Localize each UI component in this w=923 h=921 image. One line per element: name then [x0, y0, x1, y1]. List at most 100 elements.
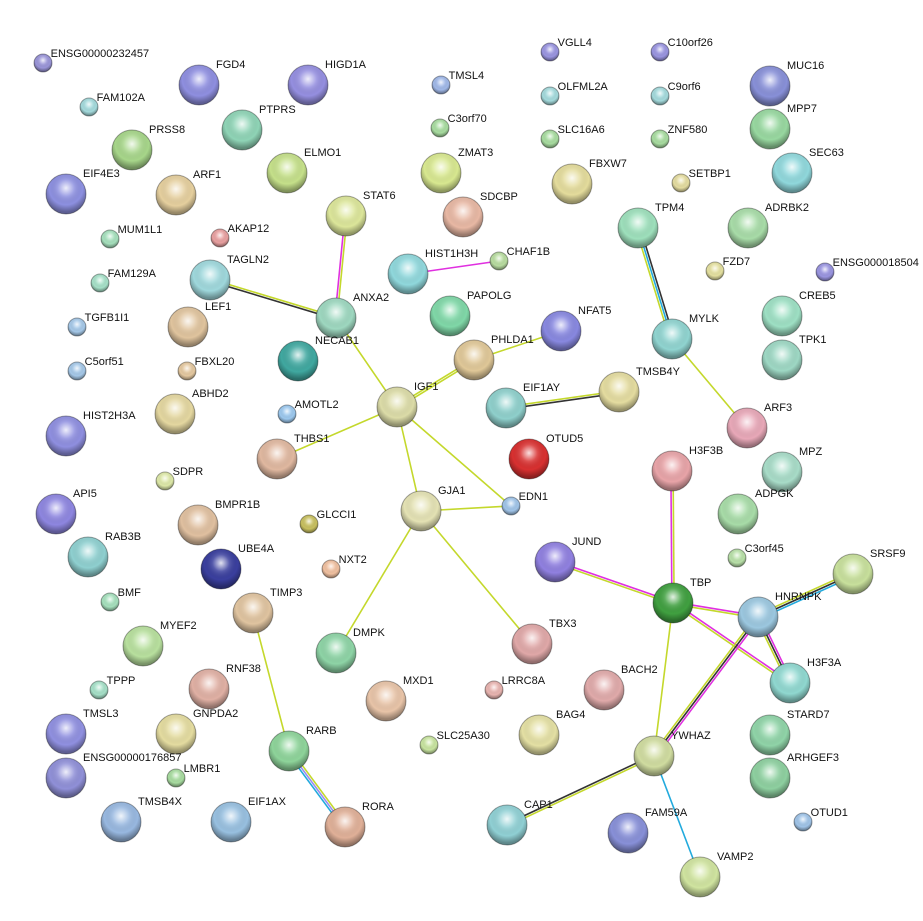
- node-bmpr1b[interactable]: BMPR1B: [177, 499, 260, 546]
- node-tagln2[interactable]: TAGLN2: [189, 254, 269, 301]
- edge-timp3-rarb[interactable]: [252, 612, 290, 752]
- node-fam102a[interactable]: FAM102A: [79, 92, 146, 117]
- node-tmsb4x[interactable]: TMSB4X: [100, 796, 183, 843]
- node-h3f3a[interactable]: H3F3A: [769, 657, 842, 704]
- node-bag4[interactable]: BAG4: [518, 709, 585, 756]
- edge-ywhaz-vamp2[interactable]: [653, 755, 701, 878]
- node-h3f3b[interactable]: H3F3B: [651, 445, 723, 492]
- node-eif4e3[interactable]: EIF4E3: [45, 168, 120, 215]
- node-bach2[interactable]: BACH2: [583, 664, 658, 711]
- node-fam129a[interactable]: FAM129A: [90, 268, 157, 293]
- node-timp3[interactable]: TIMP3: [232, 587, 302, 634]
- node-slc16a6[interactable]: SLC16A6: [540, 124, 605, 149]
- node-myef2[interactable]: MYEF2: [122, 620, 197, 667]
- node-thbs1[interactable]: THBS1: [256, 433, 329, 480]
- node-vgll4[interactable]: VGLL4: [540, 37, 592, 62]
- node-olfml2a[interactable]: OLFML2A: [540, 81, 608, 106]
- node-stard7[interactable]: STARD7: [749, 709, 830, 756]
- node-hist2h3a[interactable]: HIST2H3A: [45, 410, 136, 457]
- node-fbxw7[interactable]: FBXW7: [551, 158, 627, 205]
- edge-gja1-dmpk[interactable]: [335, 510, 422, 654]
- node-rab3b[interactable]: RAB3B: [67, 531, 141, 578]
- node-gnpda2[interactable]: GNPDA2: [155, 708, 238, 755]
- node-lmbr1[interactable]: LMBR1: [166, 763, 220, 788]
- node-fam59a[interactable]: FAM59A: [607, 807, 688, 854]
- node-tmsl3[interactable]: TMSL3: [45, 708, 118, 755]
- node-c10orf26[interactable]: C10orf26: [650, 37, 713, 62]
- node-api5[interactable]: API5: [35, 488, 97, 535]
- node-tbx3[interactable]: TBX3: [511, 618, 577, 665]
- node-mpz[interactable]: MPZ: [761, 446, 823, 493]
- node-rarb[interactable]: RARB: [268, 725, 337, 772]
- node-tgfb1i1[interactable]: TGFB1I1: [67, 312, 129, 337]
- node-lef1[interactable]: LEF1: [167, 301, 231, 348]
- node-slc25a30[interactable]: SLC25A30: [419, 730, 490, 755]
- edge-tbp-ywhaz[interactable]: [653, 602, 674, 757]
- node-eif1ay[interactable]: EIF1AY: [485, 382, 561, 429]
- node-srsf9[interactable]: SRSF9: [832, 548, 905, 595]
- node-ensg000018504[interactable]: ENSG000018504: [815, 257, 919, 282]
- node-papolg[interactable]: PAPOLG: [429, 290, 511, 337]
- node-necab1[interactable]: NECAB1: [277, 335, 359, 382]
- edge-tbp-h3f3a[interactable]: [671, 601, 792, 685]
- node-cap1[interactable]: CAP1: [486, 799, 553, 846]
- node-stat6[interactable]: STAT6: [325, 190, 396, 237]
- node-mxd1[interactable]: MXD1: [365, 675, 434, 722]
- node-ywhaz[interactable]: YWHAZ: [633, 730, 711, 777]
- node-mum1l1[interactable]: MUM1L1: [100, 224, 162, 249]
- node-jund[interactable]: JUND: [534, 536, 601, 583]
- node-nxt2[interactable]: NXT2: [321, 554, 367, 579]
- node-znf580[interactable]: ZNF580: [650, 124, 707, 149]
- node-muc16[interactable]: MUC16: [749, 60, 824, 107]
- node-fzd7[interactable]: FZD7: [705, 256, 750, 281]
- node-tppp[interactable]: TPPP: [89, 675, 135, 700]
- node-chaf1b[interactable]: CHAF1B: [489, 246, 550, 271]
- node-zmat3[interactable]: ZMAT3: [420, 147, 493, 194]
- node-sec63[interactable]: SEC63: [771, 147, 844, 194]
- node-sdpr[interactable]: SDPR: [155, 466, 203, 491]
- node-bmf[interactable]: BMF: [100, 587, 141, 612]
- node-arf3[interactable]: ARF3: [726, 402, 792, 449]
- node-elmo1[interactable]: ELMO1: [266, 147, 341, 194]
- node-phlda1[interactable]: PHLDA1: [453, 334, 534, 381]
- node-c9orf6[interactable]: C9orf6: [650, 81, 701, 106]
- node-arhgef3[interactable]: ARHGEF3: [749, 752, 839, 799]
- node-vamp2[interactable]: VAMP2: [679, 851, 753, 898]
- node-eif1ax[interactable]: EIF1AX: [210, 796, 287, 843]
- node-setbp1[interactable]: SETBP1: [671, 168, 731, 193]
- edge-h3f3b-tbp[interactable]: [670, 470, 675, 604]
- node-igf1[interactable]: IGF1: [376, 381, 438, 428]
- node-glcci1[interactable]: GLCCI1: [299, 509, 356, 534]
- edge-jund-tbp[interactable]: [554, 560, 674, 605]
- edge-igf1-thbs1[interactable]: [276, 406, 398, 460]
- node-c5orf51[interactable]: C5orf51: [67, 356, 124, 381]
- node-fgd4[interactable]: FGD4: [178, 59, 245, 106]
- node-prss8[interactable]: PRSS8: [111, 124, 185, 171]
- edge-tagln2-anxa2[interactable]: [209, 278, 337, 320]
- node-nfat5[interactable]: NFAT5: [540, 305, 611, 352]
- node-anxa2[interactable]: ANXA2: [315, 292, 389, 339]
- node-adpgk[interactable]: ADPGK: [717, 488, 794, 535]
- node-hnrnpk[interactable]: HNRNPK: [737, 591, 822, 638]
- node-fbxl20[interactable]: FBXL20: [177, 356, 234, 381]
- node-adrbk2[interactable]: ADRBK2: [727, 202, 809, 249]
- node-akap12[interactable]: AKAP12: [210, 223, 269, 248]
- node-c3orf70[interactable]: C3orf70: [430, 113, 487, 138]
- edge-gja1-tbx3[interactable]: [420, 510, 533, 645]
- node-abhd2[interactable]: ABHD2: [154, 388, 229, 435]
- node-tpk1[interactable]: TPK1: [761, 334, 827, 381]
- node-gja1[interactable]: GJA1: [400, 485, 466, 532]
- node-higd1a[interactable]: HIGD1A: [287, 59, 367, 106]
- node-ensg00000176857[interactable]: ENSG00000176857: [45, 752, 181, 799]
- edge-igf1-edn1[interactable]: [396, 406, 512, 507]
- edge-ywhaz-cap1[interactable]: [506, 754, 655, 827]
- node-dmpk[interactable]: DMPK: [315, 627, 385, 674]
- node-tmsl4[interactable]: TMSL4: [431, 70, 484, 95]
- node-mylk[interactable]: MYLK: [651, 313, 720, 360]
- node-c3orf45[interactable]: C3orf45: [727, 543, 784, 568]
- edge-hnrnpk-ywhaz[interactable]: [651, 615, 761, 758]
- node-edn1[interactable]: EDN1: [501, 491, 548, 516]
- node-tpm4[interactable]: TPM4: [617, 202, 684, 249]
- node-ptprs[interactable]: PTPRS: [221, 104, 296, 151]
- node-mpp7[interactable]: MPP7: [749, 103, 817, 150]
